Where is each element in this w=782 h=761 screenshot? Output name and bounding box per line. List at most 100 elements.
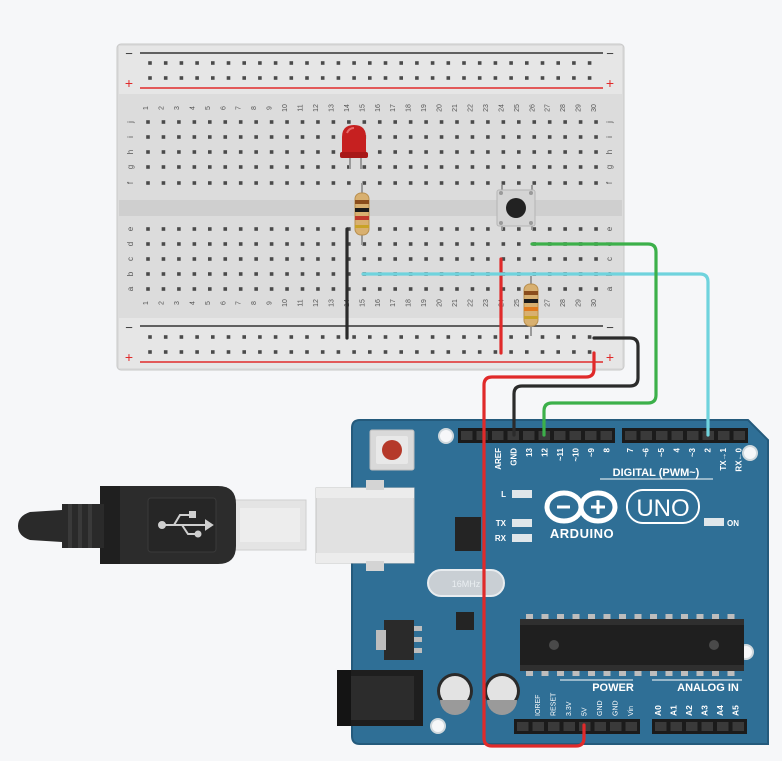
breadboard-hole[interactable] <box>238 150 243 154</box>
header-pin-socket[interactable] <box>461 431 473 440</box>
rail-hole[interactable] <box>336 350 341 354</box>
breadboard-hole[interactable] <box>408 165 413 169</box>
breadboard-hole[interactable] <box>470 227 475 231</box>
breadboard-hole[interactable] <box>377 287 382 291</box>
rail-hole[interactable] <box>493 335 498 339</box>
rail-hole[interactable] <box>477 61 482 65</box>
breadboard-hole[interactable] <box>455 257 459 261</box>
rail-hole[interactable] <box>493 61 498 65</box>
rail-hole[interactable] <box>462 350 466 354</box>
breadboard-hole[interactable] <box>161 227 166 231</box>
breadboard-hole[interactable] <box>177 120 181 124</box>
breadboard-hole[interactable] <box>578 287 583 291</box>
breadboard-hole[interactable] <box>285 135 289 139</box>
breadboard-hole[interactable] <box>254 150 258 154</box>
breadboard-hole[interactable] <box>517 165 521 169</box>
breadboard-hole[interactable] <box>393 257 397 261</box>
breadboard-hole[interactable] <box>408 257 413 261</box>
header-pin-socket[interactable] <box>670 722 683 731</box>
breadboard-hole[interactable] <box>501 181 506 185</box>
breadboard-hole[interactable] <box>285 242 289 246</box>
breadboard-hole[interactable] <box>269 165 274 169</box>
rail-hole[interactable] <box>415 76 419 80</box>
breadboard-hole[interactable] <box>254 181 258 185</box>
breadboard-hole[interactable] <box>316 135 320 139</box>
breadboard-hole[interactable] <box>238 135 243 139</box>
header-pin-socket[interactable] <box>625 431 637 440</box>
breadboard-hole[interactable] <box>161 287 166 291</box>
breadboard-hole[interactable] <box>501 150 506 154</box>
rail-hole[interactable] <box>289 335 294 339</box>
breadboard-hole[interactable] <box>285 165 289 169</box>
rail-hole[interactable] <box>493 350 498 354</box>
breadboard-hole[interactable] <box>501 135 506 139</box>
breadboard-hole[interactable] <box>347 272 351 276</box>
breadboard-hole[interactable] <box>177 272 181 276</box>
breadboard-hole[interactable] <box>563 257 567 261</box>
breadboard-hole[interactable] <box>362 242 367 246</box>
header-pin-socket[interactable] <box>523 431 535 440</box>
breadboard-hole[interactable] <box>300 165 305 169</box>
header-pin-socket[interactable] <box>563 722 576 731</box>
breadboard-hole[interactable] <box>192 120 197 124</box>
breadboard-hole[interactable] <box>285 287 289 291</box>
breadboard-hole[interactable] <box>238 287 243 291</box>
rail-hole[interactable] <box>462 61 466 65</box>
breadboard-hole[interactable] <box>377 181 382 185</box>
rail-hole[interactable] <box>540 61 545 65</box>
breadboard-hole[interactable] <box>161 165 166 169</box>
breadboard-hole[interactable] <box>517 135 521 139</box>
header-pin-socket[interactable] <box>492 431 504 440</box>
header-pin-socket[interactable] <box>554 431 566 440</box>
breadboard-hole[interactable] <box>223 181 228 185</box>
rail-hole[interactable] <box>305 61 309 65</box>
header-pin-socket[interactable] <box>600 431 613 440</box>
breadboard-hole[interactable] <box>393 135 397 139</box>
breadboard-hole[interactable] <box>439 287 444 291</box>
breadboard-hole[interactable] <box>362 287 367 291</box>
breadboard-hole[interactable] <box>594 287 598 291</box>
breadboard-hole[interactable] <box>177 181 181 185</box>
breadboard-hole[interactable] <box>455 150 459 154</box>
rail-hole[interactable] <box>587 76 592 80</box>
header-pin-socket[interactable] <box>701 722 714 731</box>
rail-hole[interactable] <box>462 76 466 80</box>
breadboard-hole[interactable] <box>223 272 228 276</box>
breadboard-hole[interactable] <box>517 287 521 291</box>
rail-hole[interactable] <box>415 61 419 65</box>
breadboard-hole[interactable] <box>300 257 305 261</box>
breadboard-hole[interactable] <box>408 120 413 124</box>
breadboard-hole[interactable] <box>238 257 243 261</box>
breadboard-hole[interactable] <box>408 287 413 291</box>
breadboard-hole[interactable] <box>547 227 552 231</box>
breadboard-hole[interactable] <box>408 181 413 185</box>
rail-hole[interactable] <box>352 61 356 65</box>
rail-hole[interactable] <box>148 350 152 354</box>
rail-hole[interactable] <box>320 76 325 80</box>
rail-hole[interactable] <box>509 350 513 354</box>
breadboard-hole[interactable] <box>455 165 459 169</box>
breadboard-hole[interactable] <box>408 242 413 246</box>
breadboard-hole[interactable] <box>486 120 490 124</box>
breadboard-hole[interactable] <box>254 257 258 261</box>
breadboard-hole[interactable] <box>347 227 351 231</box>
breadboard-hole[interactable] <box>269 242 274 246</box>
breadboard-hole[interactable] <box>594 135 598 139</box>
breadboard-hole[interactable] <box>486 257 490 261</box>
rail-hole[interactable] <box>273 335 278 339</box>
breadboard-hole[interactable] <box>486 242 490 246</box>
breadboard-hole[interactable] <box>254 120 258 124</box>
breadboard-hole[interactable] <box>331 181 336 185</box>
rail-hole[interactable] <box>415 335 419 339</box>
rail-hole[interactable] <box>383 61 388 65</box>
breadboard-hole[interactable] <box>578 257 583 261</box>
arduino-uno-board[interactable]: 16MHz ARDUINO UNO ON <box>315 419 769 745</box>
breadboard-hole[interactable] <box>223 120 228 124</box>
breadboard-hole[interactable] <box>377 257 382 261</box>
rail-hole[interactable] <box>383 350 388 354</box>
breadboard-hole[interactable] <box>486 135 490 139</box>
breadboard-hole[interactable] <box>377 120 382 124</box>
breadboard-hole[interactable] <box>238 120 243 124</box>
breadboard-hole[interactable] <box>362 181 367 185</box>
rail-hole[interactable] <box>336 335 341 339</box>
